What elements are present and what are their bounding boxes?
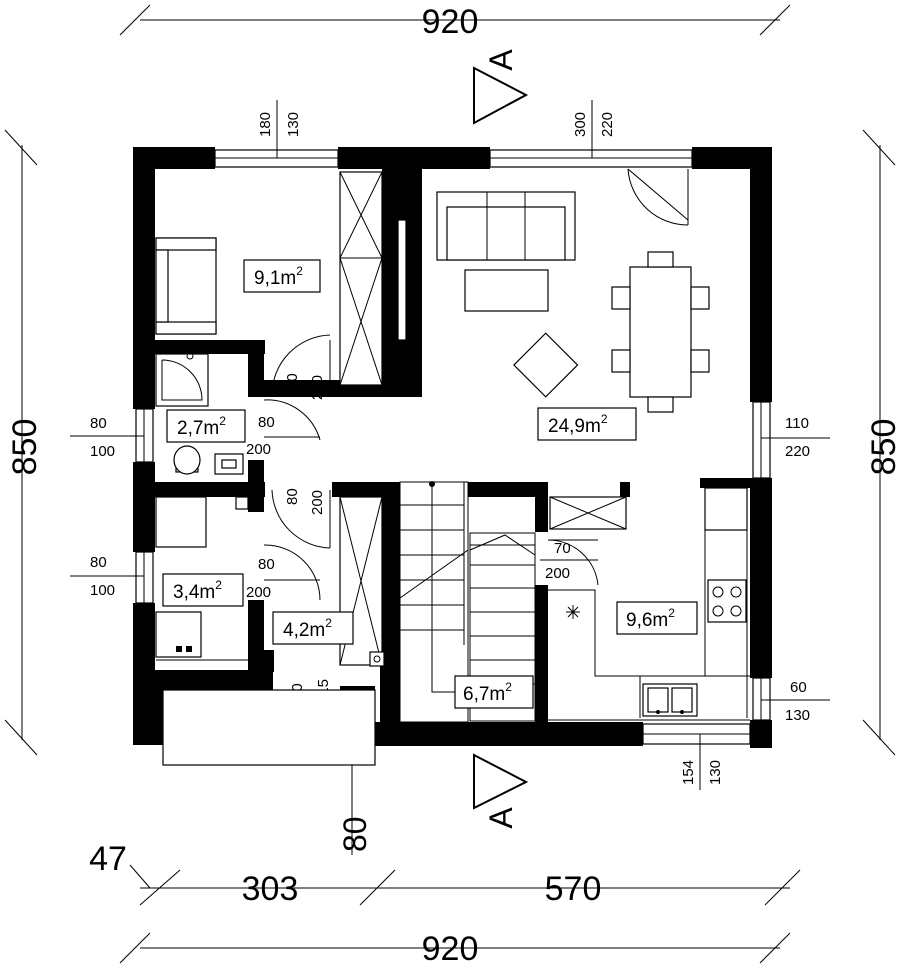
bath-tap bbox=[235, 496, 249, 510]
window-left-1-b: 100 bbox=[90, 443, 115, 460]
window-top-2-a: 300 bbox=[572, 112, 589, 137]
right-dimension: 850 bbox=[862, 129, 903, 756]
window-top-1: 180 130 bbox=[214, 100, 339, 168]
window-top-1-a: 180 bbox=[257, 112, 274, 137]
shower-small bbox=[155, 352, 209, 407]
window-bottom-b: 130 bbox=[707, 760, 724, 785]
bottom-dimension-total: 920 bbox=[119, 930, 791, 968]
window-left-1-a: 80 bbox=[90, 415, 107, 432]
kitchen-counter bbox=[548, 487, 750, 721]
armchair bbox=[513, 332, 579, 398]
door-entry-living-window bbox=[627, 168, 689, 226]
interior-walls bbox=[155, 169, 772, 746]
kitchen-upper-cabinet bbox=[549, 496, 627, 530]
kitchen-label: 9,6m2 bbox=[616, 601, 698, 635]
sink-small bbox=[214, 453, 244, 475]
hall-label: 4,2m2 bbox=[272, 611, 354, 645]
left-dimension: 850 bbox=[4, 129, 44, 756]
door-bath-large-b: 200 bbox=[246, 584, 271, 601]
section-mark-top-label: A bbox=[483, 49, 519, 71]
door-bath-large: 80 200 bbox=[246, 544, 321, 601]
window-left-2-a: 80 bbox=[90, 554, 107, 571]
room-stairs-area: 6,7m2 bbox=[463, 680, 512, 705]
bottom-total-label: 920 bbox=[422, 930, 479, 968]
right-total-label: 850 bbox=[865, 419, 903, 476]
door-hall-a: 80 bbox=[284, 488, 301, 505]
window-right-2-a: 60 bbox=[790, 679, 807, 696]
bottom-dimension-segments: 47 303 570 bbox=[89, 840, 801, 908]
section-mark-top: A bbox=[473, 49, 529, 125]
window-right-1-a: 110 bbox=[785, 415, 809, 432]
bottom-seg-3-label: 570 bbox=[545, 870, 602, 908]
window-left-2-b: 100 bbox=[90, 582, 115, 599]
door-bath-large-a: 80 bbox=[258, 556, 275, 573]
left-total-label: 850 bbox=[6, 419, 44, 476]
door-kitchen: 70 200 bbox=[540, 539, 599, 586]
window-top-2: 300 220 bbox=[489, 100, 693, 168]
section-mark-bottom: A bbox=[473, 753, 529, 829]
window-right-1-b: 220 bbox=[785, 443, 810, 460]
window-top-2-b: 220 bbox=[599, 112, 616, 137]
window-bottom: 154 130 bbox=[642, 723, 751, 790]
tv-cabinet bbox=[397, 219, 407, 341]
entrance-step bbox=[162, 689, 376, 766]
door-bedroom-b: 200 bbox=[309, 375, 326, 400]
entry-width-label: 80 bbox=[337, 816, 373, 852]
room-bath-large-area: 3,4m2 bbox=[173, 578, 222, 603]
top-dimension: 920 bbox=[119, 3, 791, 41]
living-label: 24,9m2 bbox=[537, 407, 637, 441]
living-sofa bbox=[436, 191, 576, 261]
bottom-seg-2-label: 303 bbox=[242, 870, 299, 908]
door-bedroom-a: 80 bbox=[284, 373, 301, 390]
door-bath-small-a: 80 bbox=[258, 414, 275, 431]
room-bath-small-area: 2,7m2 bbox=[177, 414, 226, 439]
door-hall-b: 200 bbox=[309, 490, 326, 515]
bottom-seg-1-label: 47 bbox=[89, 840, 127, 878]
bedroom-sofa bbox=[155, 237, 217, 335]
window-left-2: 80 100 bbox=[70, 551, 154, 604]
door-bath-small: 80 200 bbox=[246, 399, 321, 458]
section-mark-bottom-label: A bbox=[483, 807, 519, 829]
kitchen-sink bbox=[642, 683, 698, 717]
bath-small-label: 2,7m2 bbox=[166, 409, 246, 443]
washing-machine bbox=[155, 496, 207, 548]
room-kitchen-area: 9,6m2 bbox=[626, 606, 675, 631]
cooktop bbox=[707, 579, 747, 623]
bedroom-label: 9,1m2 bbox=[243, 259, 321, 293]
exterior-walls bbox=[133, 147, 772, 748]
door-bath-small-b: 200 bbox=[246, 441, 271, 458]
toilet-small bbox=[173, 445, 201, 475]
top-total-label: 920 bbox=[422, 3, 479, 41]
room-bedroom-area: 9,1m2 bbox=[254, 264, 303, 289]
door-kitchen-b: 200 bbox=[545, 565, 570, 582]
door-bedroom: 80 200 bbox=[271, 334, 331, 400]
kitchen-light-icon bbox=[566, 605, 580, 619]
coffee-table bbox=[464, 269, 549, 312]
window-right-2-b: 130 bbox=[785, 707, 810, 724]
door-kitchen-a: 70 bbox=[554, 540, 571, 557]
door-hall: 80 200 bbox=[271, 488, 331, 549]
dining-table bbox=[611, 251, 710, 413]
wardrobe-bedroom bbox=[339, 171, 383, 386]
room-hall-area: 4,2m2 bbox=[283, 616, 332, 641]
stairs-label: 6,7m2 bbox=[454, 675, 534, 709]
window-top-1-b: 130 bbox=[285, 112, 302, 137]
window-right-1: 110 220 bbox=[752, 401, 830, 479]
bath-large-label: 3,4m2 bbox=[162, 573, 244, 607]
window-right-2: 60 130 bbox=[752, 677, 830, 724]
boiler bbox=[155, 611, 202, 658]
window-left-1: 80 100 bbox=[70, 408, 154, 463]
room-living-area: 24,9m2 bbox=[548, 412, 608, 437]
window-bottom-a: 154 bbox=[680, 760, 697, 785]
